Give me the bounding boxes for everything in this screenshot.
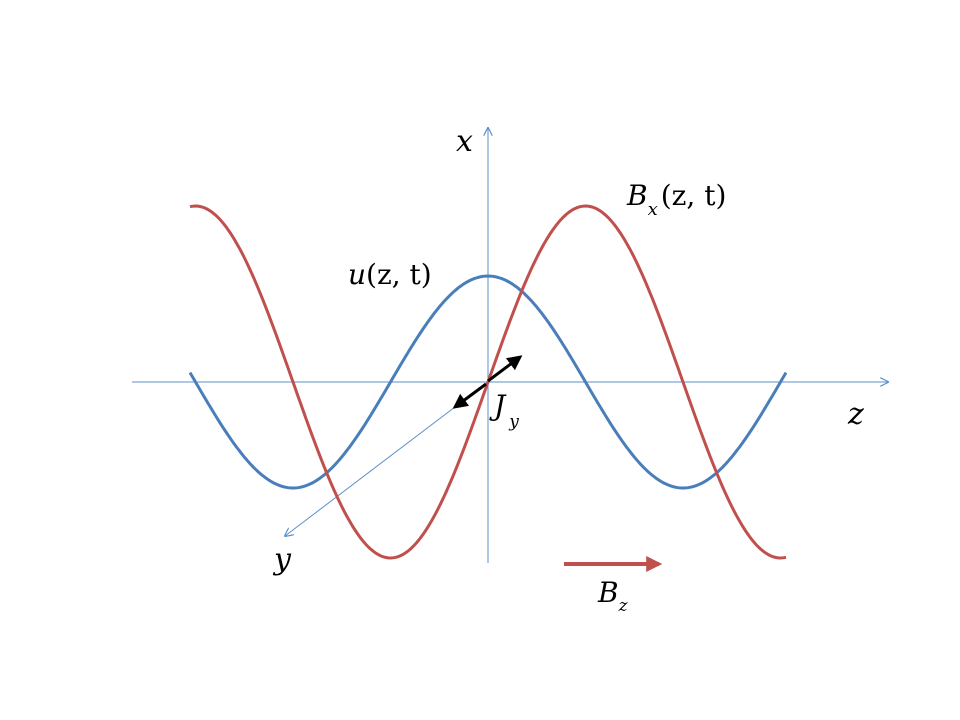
bx-subscript: x — [648, 199, 658, 220]
u-name: u — [348, 258, 366, 291]
z-axis-label: z — [847, 397, 864, 432]
jy-name: J — [489, 389, 507, 422]
u-wave-curve — [188, 274, 788, 490]
bx-wave-curve — [189, 204, 787, 560]
jy-double-arrow-up — [487, 355, 523, 383]
bz-name: B — [597, 576, 619, 609]
x-axis-label: x — [456, 124, 473, 159]
bz-label: Bz — [597, 576, 629, 616]
bz-subscript: z — [618, 596, 629, 616]
y-axis-label: y — [272, 542, 292, 577]
bx-args: (z, t) — [661, 179, 727, 212]
u-args: (z, t) — [366, 258, 432, 291]
bx-name: B — [626, 179, 648, 212]
bx-curve-label: Bx(z, t) — [626, 179, 726, 220]
jy-double-arrow — [452, 382, 487, 409]
jy-subscript: y — [508, 412, 519, 432]
u-curve-label: u(z, t) — [348, 258, 432, 291]
